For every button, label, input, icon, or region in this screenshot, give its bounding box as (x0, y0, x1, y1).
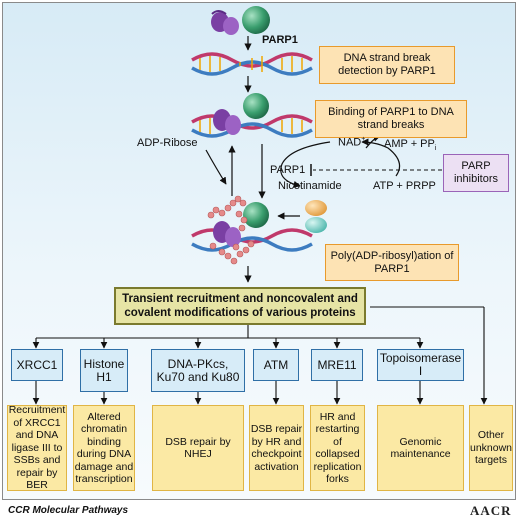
poly-adp-ribosylated-parp1-icon (191, 195, 313, 265)
atp-prpp-label: ATP + PRPP (373, 180, 436, 192)
amp-ppi-label: AMP + PPi (384, 138, 437, 153)
transient-recruitment-box: Transient recruitment and noncovalent an… (114, 287, 366, 325)
parp1-enzyme-label: PARP1 (270, 164, 306, 176)
target-histone-h1: Histone H1 (80, 349, 128, 392)
adp-ribose-label: ADP-Ribose (137, 137, 198, 149)
dna-helix-icon (191, 52, 313, 76)
nicotinamide-label: Nicotinamide (278, 180, 342, 192)
parp1-label: PARP1 (262, 34, 298, 46)
dna-parp1-bound-icon (191, 93, 313, 138)
target-mre11: MRE11 (311, 349, 363, 381)
poly-adp-ribosylation-box: Poly(ADP-ribosyl)ation of PARP1 (325, 244, 459, 281)
nad-consumption-arrow (280, 141, 331, 188)
outcome-dna-pkcs: DSB repair by NHEJ (152, 405, 244, 491)
parp1-protein-icon (211, 6, 270, 35)
aacr-logo: AACR (470, 503, 512, 518)
target-dna-pkcs: DNA-PKcs, Ku70 and Ku80 (151, 349, 245, 392)
strand-break-detection-box: DNA strand break detection by PARP1 (319, 46, 455, 84)
target-atm: ATM (253, 349, 299, 381)
outcome-mre11: HR and restarting of collapsed replicati… (310, 405, 365, 491)
outcome-xrcc1: Recruitment of XRCC1 and DNA ligase III … (7, 404, 67, 492)
nad-label: NAD+ (338, 136, 366, 149)
outcome-histone-h1: Altered chromatin binding during DNA dam… (73, 405, 135, 491)
outcome-atm: DSB repair by HR and checkpoint activati… (249, 405, 304, 491)
target-xrcc1: XRCC1 (11, 349, 63, 381)
parp1-binding-box: Binding of PARP1 to DNA strand breaks (315, 100, 467, 138)
parp-inhibitors-box: PARP inhibitors (443, 154, 509, 192)
adp-ribose-release-arrow (205, 149, 227, 185)
outcome-topoisomerase-i: Genomic maintenance (377, 405, 464, 491)
target-topoisomerase-i: Topoisomerase I (377, 349, 464, 381)
target-tree-lines (32, 306, 488, 405)
recruited-proteins-icon (305, 200, 327, 233)
journal-footer: CCR Molecular Pathways (8, 505, 129, 516)
outcome-other-targets: Other unknown targets (469, 405, 513, 491)
